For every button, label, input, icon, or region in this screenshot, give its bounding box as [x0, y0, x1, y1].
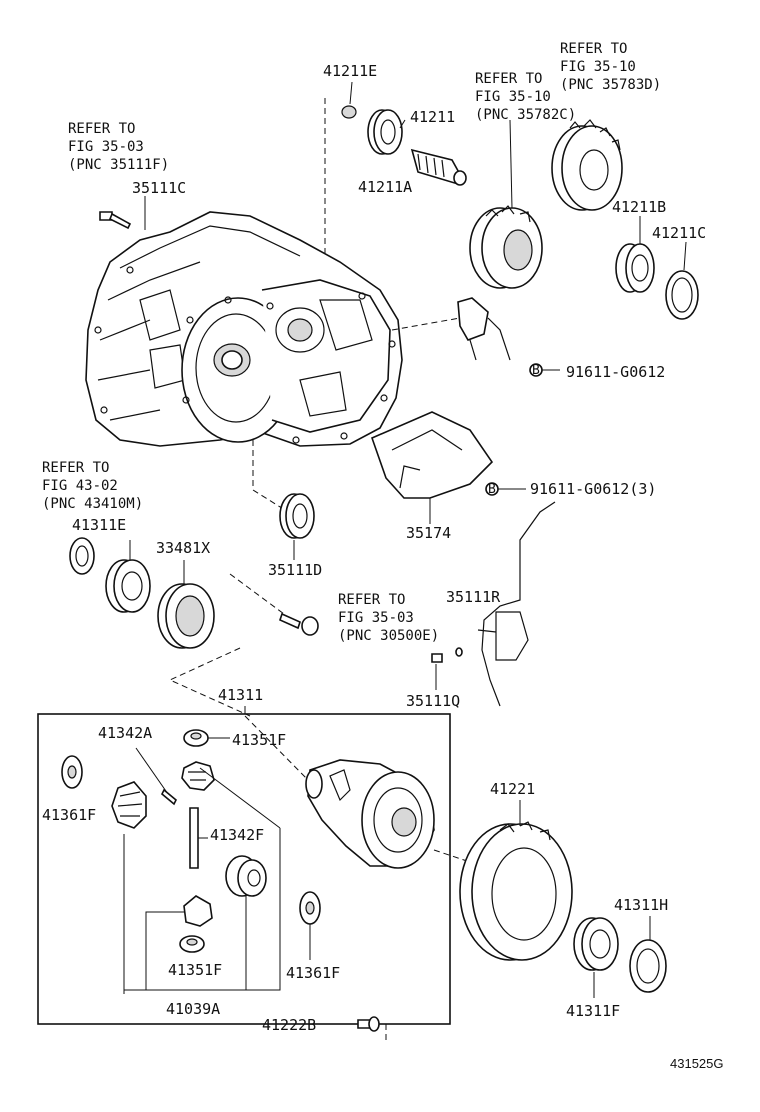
- bracket-small: [457, 297, 511, 361]
- part-41351f-washer-top: [183, 729, 230, 747]
- label-41342a: 41342A: [98, 724, 152, 742]
- label-41311h: 41311H: [614, 896, 668, 914]
- label-41351f-top: 41351F: [232, 731, 286, 749]
- bearing-right: [573, 917, 619, 998]
- svg-text:(PNC 35111F): (PNC 35111F): [68, 157, 169, 173]
- label-33481x: 33481X: [156, 539, 210, 557]
- label-41211b: 41211B: [612, 198, 666, 216]
- bolt-30500e: [229, 573, 319, 636]
- svg-text:FIG 43-02: FIG 43-02: [42, 478, 118, 494]
- label-35111c: 35111C: [132, 179, 186, 197]
- part-41361f-washer-left: [61, 755, 83, 789]
- part-41311e-seal: [69, 537, 95, 575]
- axis-line-bracket: [391, 317, 461, 331]
- axis-line-diff-left: [168, 647, 251, 717]
- label-35111q: 35111Q: [406, 692, 460, 710]
- pinion-gear-bottom: [183, 895, 213, 927]
- svg-text:REFER TO: REFER TO: [338, 592, 405, 608]
- bolt-91611-1: B: [529, 363, 560, 378]
- part-41211-bearing: [367, 109, 406, 155]
- part-41211e-plug: [341, 81, 357, 119]
- svg-text:FIG 35-03: FIG 35-03: [68, 139, 144, 155]
- kit-41039a-bracket: [123, 767, 281, 994]
- label-41351f-bottom: 41351F: [168, 961, 222, 979]
- label-91611-g0612: 91611-G0612: [566, 363, 665, 381]
- refer-note-35782c: REFER TO FIG 35-10 (PNC 35782C): [475, 71, 576, 123]
- label-41221: 41221: [490, 780, 535, 798]
- label-41039a: 41039A: [166, 1000, 220, 1018]
- part-41211c-seal: [665, 241, 699, 320]
- part-35111c-bolt: [99, 196, 146, 230]
- transaxle-housing: [85, 211, 403, 447]
- refer-note-35783d: REFER TO FIG 35-10 (PNC 35783D): [560, 41, 661, 93]
- label-91611-g0612-3: 91611-G0612(3): [530, 480, 656, 498]
- part-41211a-shaft: [410, 148, 467, 186]
- label-41361f-right: 41361F: [286, 964, 340, 982]
- gear-35783d: [551, 119, 623, 211]
- part-35111d-seal: [279, 493, 315, 560]
- svg-text:B: B: [532, 363, 540, 378]
- bolt-91611-2: B: [485, 482, 526, 497]
- refer-note-43410m: REFER TO FIG 43-02 (PNC 43410M): [42, 460, 143, 512]
- gear-35782c: [469, 119, 543, 289]
- label-41342f: 41342F: [210, 826, 264, 844]
- part-41361f-washer-right: [299, 891, 321, 960]
- svg-text:FIG 35-10: FIG 35-10: [475, 89, 551, 105]
- side-gear-left: [111, 781, 147, 829]
- label-41311: 41311: [218, 686, 263, 704]
- part-35111q-plug: [431, 653, 443, 690]
- part-41311h-seal: [629, 916, 667, 993]
- svg-text:FIG 35-03: FIG 35-03: [338, 610, 414, 626]
- part-35111r-oring: [455, 647, 463, 657]
- svg-text:REFER TO: REFER TO: [560, 41, 627, 57]
- label-41222b: 41222B: [262, 1016, 316, 1034]
- label-41211e: 41211E: [323, 62, 377, 80]
- part-41311-diff-case: [244, 715, 471, 869]
- part-41211b-bearing: [615, 216, 655, 293]
- figure-number: 431525G: [670, 1056, 724, 1071]
- label-41361f-left: 41361F: [42, 806, 96, 824]
- svg-text:(PNC 35782C): (PNC 35782C): [475, 107, 576, 123]
- part-41342a-pin: [135, 747, 177, 806]
- bearing-left: [105, 540, 151, 613]
- label-41311f: 41311F: [566, 1002, 620, 1020]
- svg-text:(PNC 43410M): (PNC 43410M): [42, 496, 143, 512]
- svg-text:REFER TO: REFER TO: [475, 71, 542, 87]
- label-35111d: 35111D: [268, 561, 322, 579]
- svg-text:REFER TO: REFER TO: [42, 460, 109, 476]
- label-41211c: 41211C: [652, 224, 706, 242]
- svg-text:(PNC 35783D): (PNC 35783D): [560, 77, 661, 93]
- refer-note-35111f: REFER TO FIG 35-03 (PNC 35111F): [68, 121, 169, 173]
- pinion-gear-top: [181, 761, 215, 791]
- engine-block-outline: [477, 501, 556, 707]
- label-41211: 41211: [410, 108, 455, 126]
- svg-text:REFER TO: REFER TO: [68, 121, 135, 137]
- svg-text:B: B: [488, 482, 496, 497]
- svg-text:FIG 35-10: FIG 35-10: [560, 59, 636, 75]
- part-41222b-bolt: [334, 1016, 387, 1040]
- label-35111r: 35111R: [446, 588, 501, 606]
- svg-text:(PNC 30500E): (PNC 30500E): [338, 628, 439, 644]
- part-41221-ring-gear: [459, 800, 573, 961]
- differential-kit-box: [37, 713, 451, 1025]
- part-33481x-seal: [157, 560, 215, 649]
- label-41311e: 41311E: [72, 516, 126, 534]
- label-35174: 35174: [406, 524, 451, 542]
- part-35174-shield: [370, 411, 494, 524]
- part-41342f-shaft: [189, 807, 208, 869]
- side-gear-right: [225, 855, 267, 897]
- part-41351f-washer-bottom: [179, 935, 205, 953]
- label-41211a: 41211A: [358, 178, 412, 196]
- refer-note-30500e: REFER TO FIG 35-03 (PNC 30500E): [338, 592, 439, 644]
